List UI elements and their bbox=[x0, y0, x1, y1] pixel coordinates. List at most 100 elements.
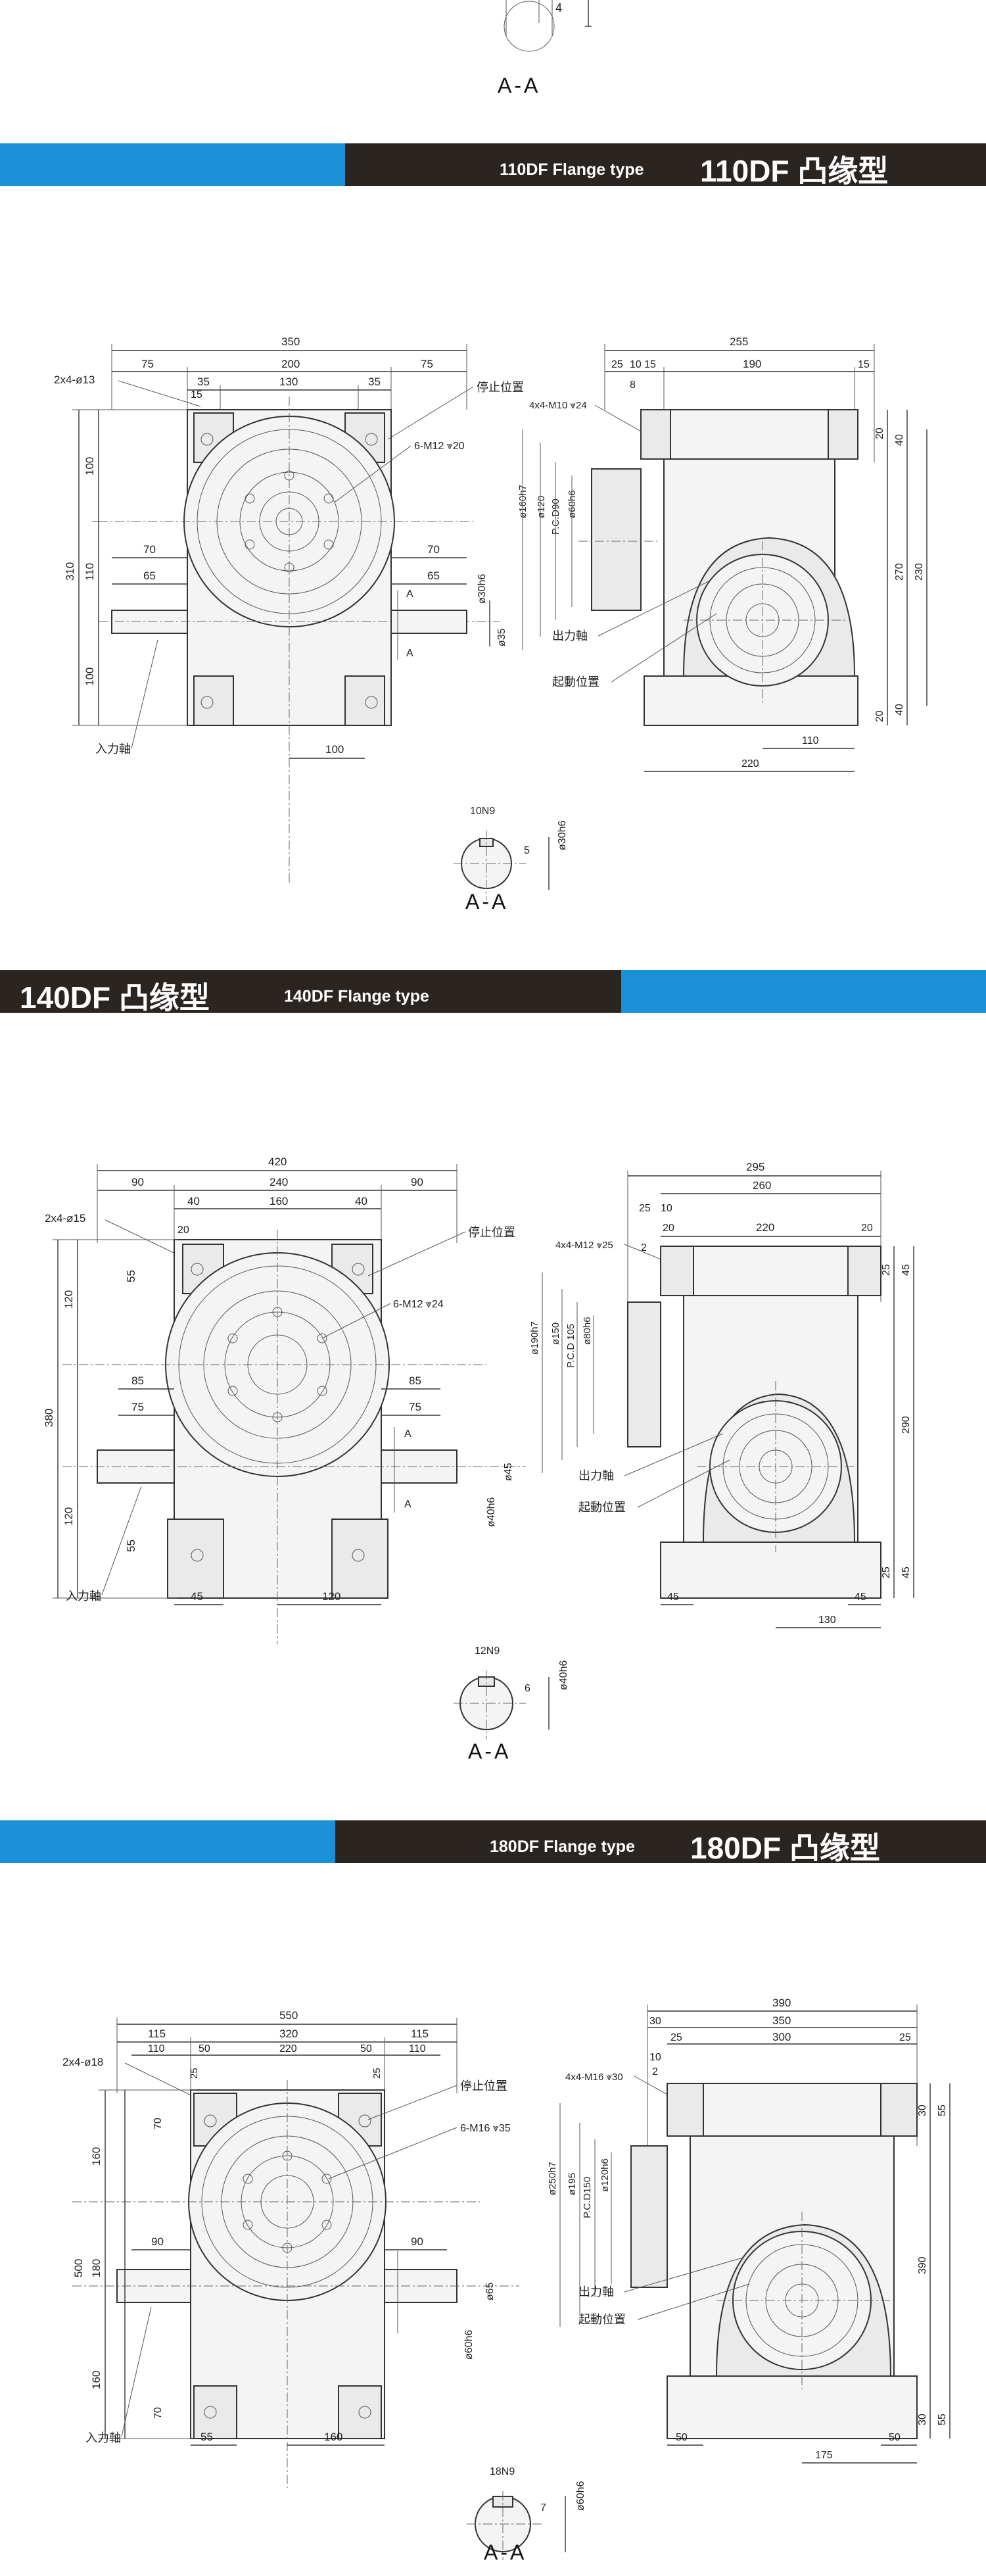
side-dim-20b: 20 bbox=[861, 1223, 873, 1234]
section-shaft-dim: ø40h6 bbox=[558, 1661, 569, 1690]
tap-label: 6-M12 ⩔24 bbox=[393, 1299, 444, 1310]
dim-90-left: 90 bbox=[131, 1176, 144, 1188]
side-dim-20a: 20 bbox=[663, 1223, 674, 1234]
section-aa: 10N9 5 ø30h6 bbox=[454, 806, 568, 900]
output-shaft-label: 出力軸 bbox=[552, 629, 588, 643]
banner-big-title: 140DF 凸缘型 bbox=[20, 981, 210, 1015]
side-phi195: ø195 bbox=[567, 2173, 578, 2195]
dim-160: 160 bbox=[270, 1195, 288, 1207]
top-section-drawing: 4 bbox=[504, 0, 592, 52]
section-mark-a-bottom: A bbox=[404, 1499, 411, 1510]
side-r-45a: 45 bbox=[901, 1264, 912, 1276]
dim-left-120-top: 120 bbox=[62, 1290, 75, 1309]
front-view: 420 90 240 90 40 160 40 20 2x4-ø15 bbox=[43, 1155, 526, 1644]
dim-200: 200 bbox=[281, 358, 300, 370]
side-r-230: 230 bbox=[914, 563, 925, 581]
section-aa: 18N9 7 ø60h6 bbox=[467, 2466, 586, 2560]
side-dim-25a: 25 bbox=[670, 2032, 682, 2043]
dim-320: 320 bbox=[279, 2028, 298, 2040]
dim-left-70-top: 70 bbox=[153, 2118, 164, 2129]
output-shaft-label: 出力軸 bbox=[578, 2285, 614, 2298]
side-r-45b: 45 bbox=[901, 1567, 912, 1578]
dim-right-shaft-85: 85 bbox=[409, 1374, 421, 1387]
input-shaft-label: 入力軸 bbox=[85, 2431, 121, 2444]
side-phi120: ø120 bbox=[536, 496, 547, 518]
side-dim-8: 8 bbox=[630, 379, 636, 391]
dim-50-left: 50 bbox=[199, 2043, 210, 2054]
stop-position-label: 停止位置 bbox=[468, 1226, 515, 1239]
side-r-25b: 25 bbox=[881, 1567, 892, 1578]
side-dim-260: 260 bbox=[753, 1179, 771, 1192]
dim-75-right: 75 bbox=[421, 358, 433, 370]
section-140df: 420 90 240 90 40 160 40 20 2x4-ø15 bbox=[0, 1013, 986, 1812]
side-r-270: 270 bbox=[894, 563, 905, 581]
side-dim-2: 2 bbox=[652, 2066, 658, 2078]
side-phi80h6: ø80h6 bbox=[582, 1317, 593, 1345]
dim-75-left: 75 bbox=[141, 358, 154, 370]
side-r-20b: 20 bbox=[874, 710, 885, 722]
section-110df: 350 75 200 75 35 130 35 15 2x4-ø13 bbox=[0, 186, 986, 969]
stop-position-label: 停止位置 bbox=[477, 381, 524, 394]
side-dim-295: 295 bbox=[746, 1161, 764, 1173]
side-r-30a: 30 bbox=[917, 2104, 928, 2116]
side-r-290: 290 bbox=[901, 1416, 912, 1434]
dim-left-310: 310 bbox=[64, 562, 76, 581]
banner-small-title: 110DF Flange type bbox=[500, 160, 644, 179]
dim-left-55-top: 55 bbox=[125, 1270, 137, 1282]
side-dim-10: 10 bbox=[649, 2052, 661, 2063]
dim-40-left: 40 bbox=[187, 1195, 200, 1207]
side-pcd105: P.C.D 105 bbox=[565, 1324, 576, 1368]
dim-110-right: 110 bbox=[409, 2043, 426, 2054]
tap-label: 6-M16 ⩔35 bbox=[460, 2123, 511, 2134]
section-aa: 12N9 6 ø40h6 bbox=[454, 1645, 569, 1739]
side-pcd150: P.C.D150 bbox=[582, 2177, 593, 2218]
dim-left-shaft-90: 90 bbox=[151, 2235, 164, 2248]
side-r-55b: 55 bbox=[937, 2414, 948, 2425]
stop-position-label: 停止位置 bbox=[460, 2079, 507, 2093]
section-key-dim: 10N9 bbox=[470, 806, 495, 817]
section-180df: 550 115 320 115 110 50 220 50 110 25 25 … bbox=[0, 1863, 986, 2573]
side-dim-350: 350 bbox=[772, 2014, 791, 2027]
input-shaft-label: 入力軸 bbox=[95, 742, 131, 756]
banner-small-title: 140DF Flange type bbox=[284, 987, 429, 1006]
side-dim-25: 25 bbox=[611, 359, 623, 370]
dim-right-shaft-90: 90 bbox=[411, 2235, 423, 2248]
side-r-25a: 25 bbox=[881, 1264, 892, 1276]
dim-left-shaft-85: 85 bbox=[131, 1374, 144, 1387]
section-mark-a-top: A bbox=[406, 589, 413, 600]
dim-110-left: 110 bbox=[148, 2043, 165, 2054]
section-depth-dim: 6 bbox=[525, 1683, 530, 1694]
dim-20: 20 bbox=[177, 1225, 189, 1236]
dim-90-right: 90 bbox=[411, 1176, 423, 1188]
side-dim-300: 300 bbox=[772, 2031, 791, 2043]
side-r-40b: 40 bbox=[894, 704, 905, 716]
side-phi120h6: ø120h6 bbox=[599, 2158, 611, 2192]
dim-35-left: 35 bbox=[197, 376, 210, 388]
dim-40-right: 40 bbox=[355, 1195, 367, 1207]
start-position-label: 起動位置 bbox=[552, 675, 599, 689]
side-dim-390: 390 bbox=[772, 1997, 791, 2009]
section-shaft-dim: ø30h6 bbox=[557, 821, 568, 850]
top-fragment: 4 A-A bbox=[0, 0, 986, 132]
side-phi190h7: ø190h7 bbox=[529, 1321, 540, 1355]
section-mark-a-bottom: A bbox=[406, 648, 413, 659]
side-b-45b: 45 bbox=[855, 1592, 866, 1603]
side-b-45a: 45 bbox=[667, 1592, 679, 1603]
side-view: 390 30 350 25 300 25 10 2 4x4-M16 ⩔30 bbox=[547, 1997, 951, 2464]
section-aa-label: A-A bbox=[465, 890, 509, 913]
dim-bottom-55: 55 bbox=[200, 2431, 213, 2443]
dim-left-100-bottom: 100 bbox=[83, 668, 96, 686]
dim-left-100-top: 100 bbox=[83, 457, 96, 475]
dim-15: 15 bbox=[191, 389, 202, 401]
section-key-dim: 12N9 bbox=[475, 1645, 500, 1657]
side-r-390: 390 bbox=[917, 2256, 928, 2274]
hole-label: 2x4-ø18 bbox=[62, 2056, 103, 2068]
side-dim-2: 2 bbox=[641, 1242, 647, 1253]
side-dim-30: 30 bbox=[649, 2016, 661, 2027]
drawing-180df: 550 115 320 115 110 50 220 50 110 25 25 … bbox=[62, 1997, 951, 2560]
section-aa-label: A-A bbox=[468, 1739, 511, 1763]
side-dim-190: 190 bbox=[743, 358, 761, 370]
dim-130: 130 bbox=[279, 376, 298, 388]
side-view: 255 25 10 15 190 15 8 4x4-M10 ⩔24 bbox=[517, 335, 927, 772]
side-dim-25b: 25 bbox=[899, 2032, 911, 2043]
